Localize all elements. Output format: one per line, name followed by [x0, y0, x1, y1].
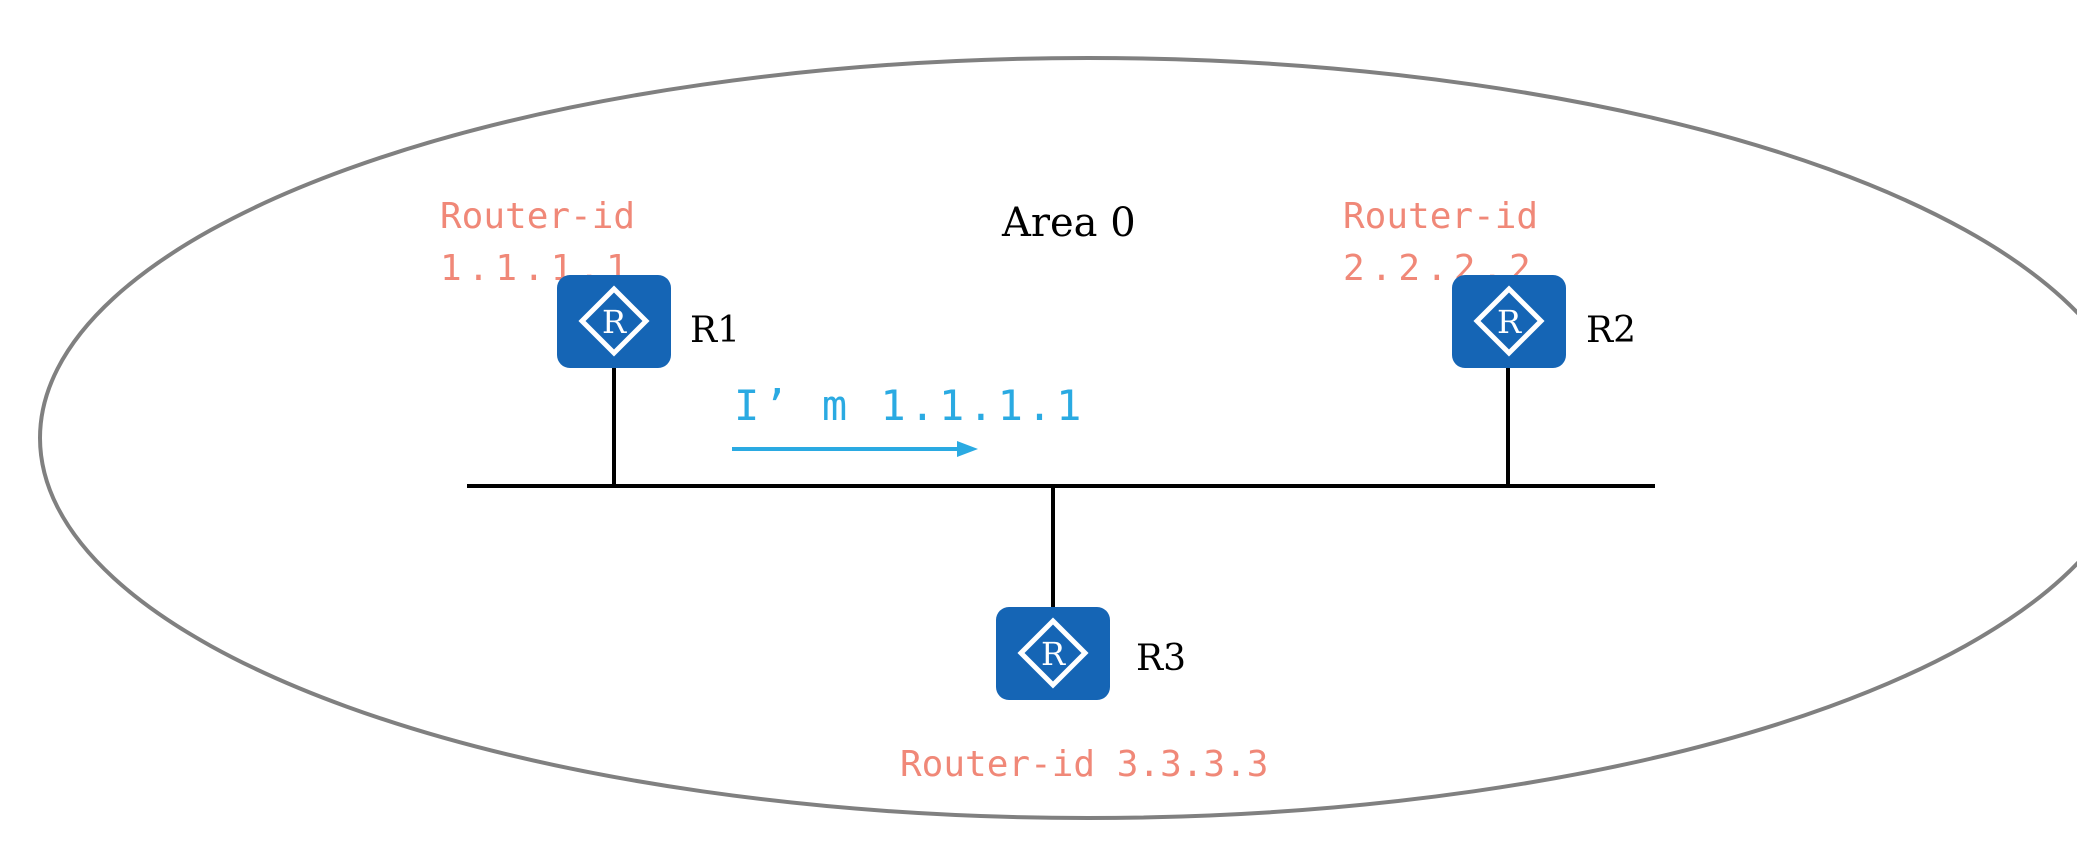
- router-icon-diamond: [1017, 617, 1089, 689]
- router-icon-body: [1452, 275, 1566, 368]
- message-arrow-head: [957, 441, 978, 457]
- router-icon-letter: R: [1041, 635, 1066, 673]
- router-icon: R: [996, 607, 1110, 700]
- router-icon-diamond: [578, 285, 650, 357]
- router-icon-letter: R: [602, 303, 627, 341]
- router-icon-letter: R: [1497, 303, 1522, 341]
- r2-name-label: R2: [1586, 310, 1636, 351]
- r1-name-label: R1: [690, 310, 740, 351]
- router-icon-diamond: [1473, 285, 1545, 357]
- router-icon-body: [996, 607, 1110, 700]
- router-icon: R: [557, 275, 671, 368]
- r3-name-label: R3: [1136, 638, 1186, 679]
- router-icon-body: [557, 275, 671, 368]
- area-label: Area 0: [1001, 200, 1136, 246]
- hello-message-text: I’ m 1.1.1.1: [734, 381, 1085, 430]
- r3-router-id-label: Router-id 3.3.3.3: [900, 744, 1268, 785]
- r1-router-id-label: Router-id: [440, 196, 635, 237]
- area-0-boundary: [38, 56, 2077, 820]
- r2-router-id-label: Router-id: [1343, 196, 1538, 237]
- router-icon: R: [1452, 275, 1566, 368]
